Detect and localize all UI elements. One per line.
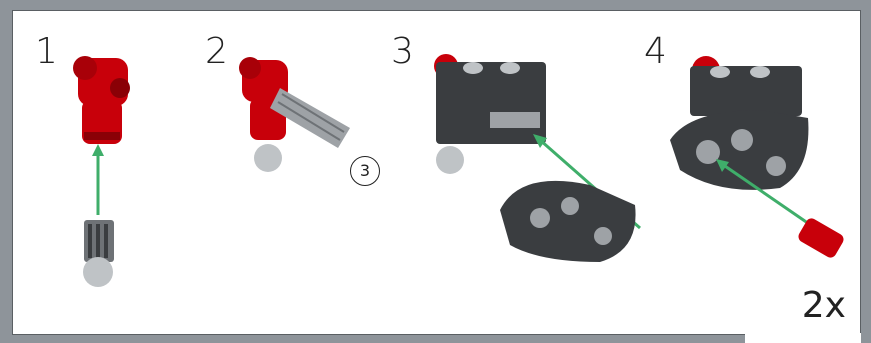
step-3-illustration [434, 54, 640, 262]
step-4-illustration [670, 56, 846, 260]
step-2-illustration [239, 57, 350, 172]
step-1-illustration [73, 56, 130, 287]
